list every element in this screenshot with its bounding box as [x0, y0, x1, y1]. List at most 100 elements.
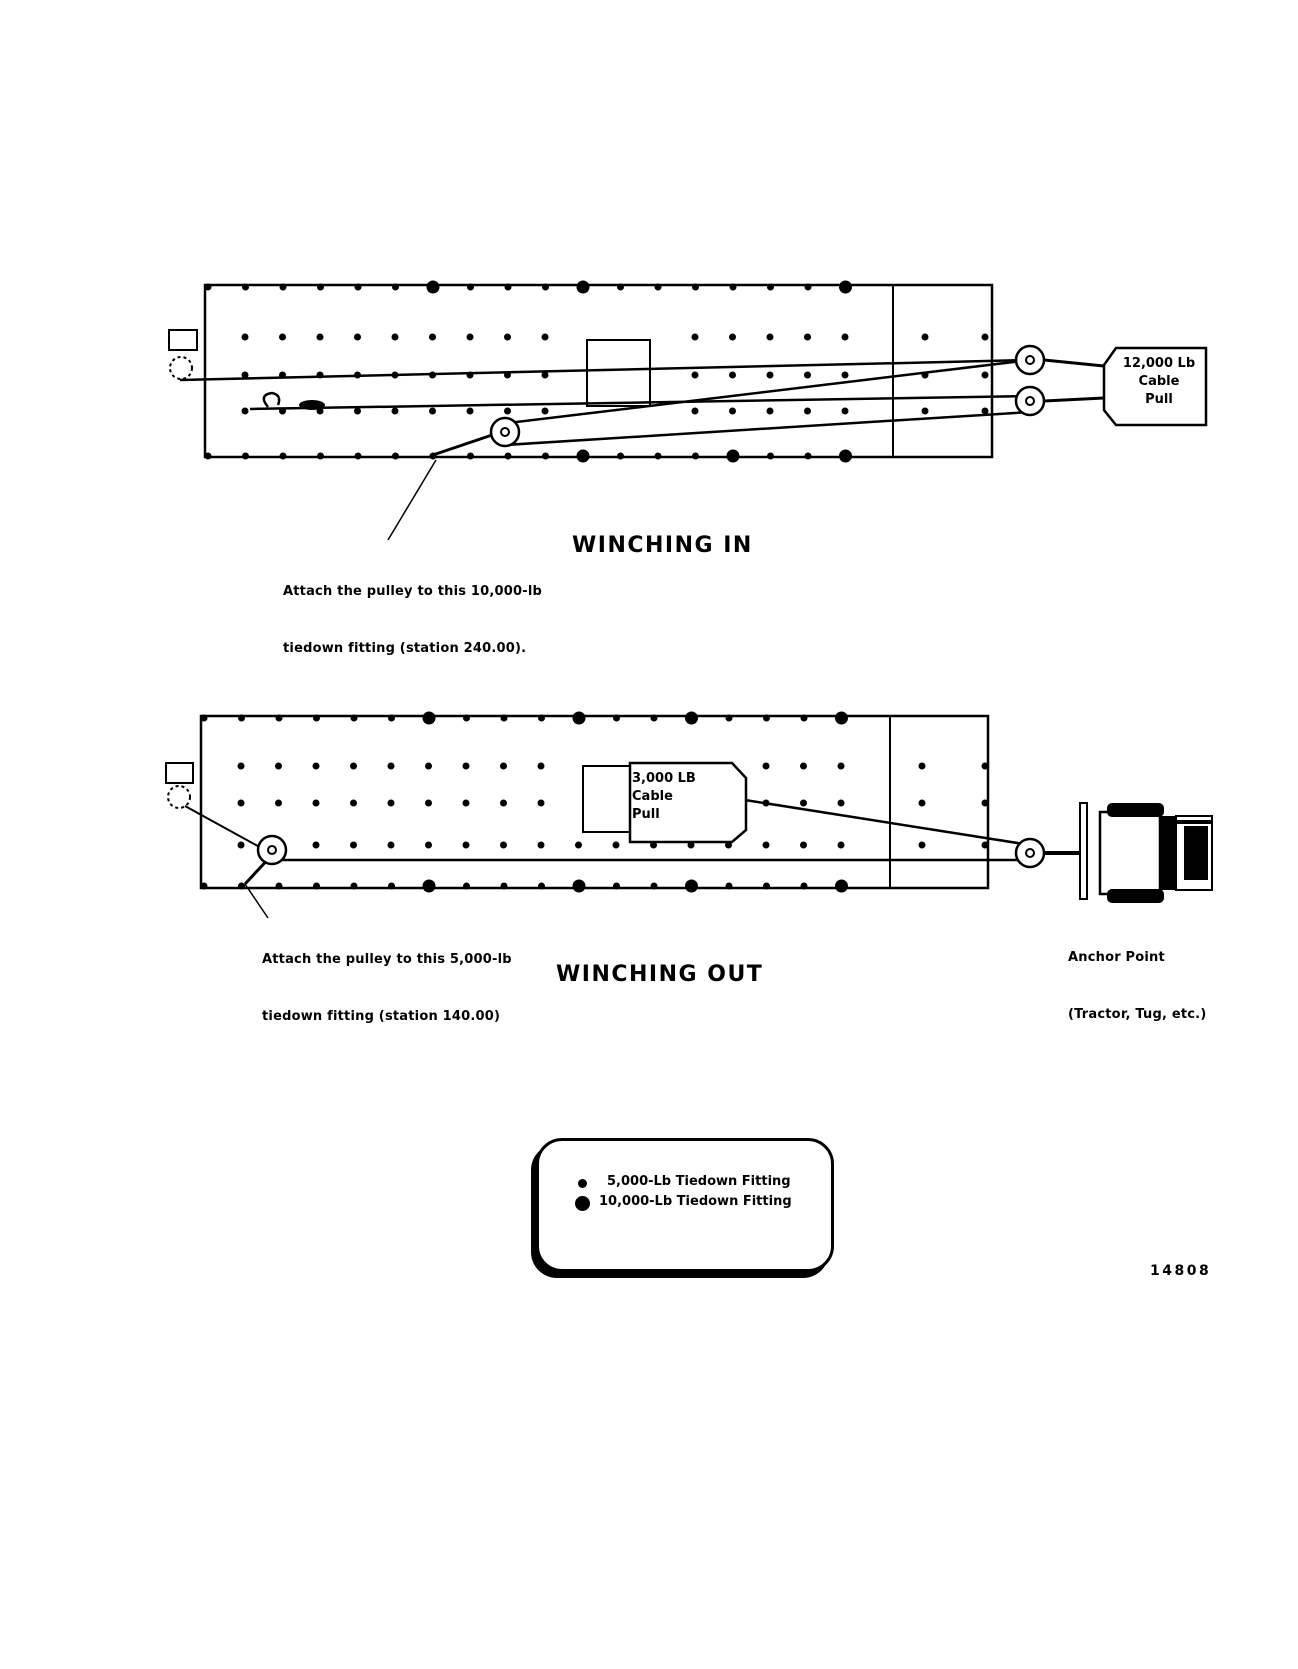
anchor-line-1: Anchor Point: [1068, 950, 1165, 965]
pulley-icon: [256, 834, 288, 866]
winching-out-figure: [165, 711, 1213, 919]
tiedown-row-bottom: [200, 879, 848, 893]
tiedown-fitting-5000: [800, 714, 808, 722]
tiedown-fitting-5000: [617, 452, 624, 460]
cargo-floor-outline: [203, 283, 994, 459]
tiedown-fitting-5000: [313, 882, 320, 890]
tiedown-grid: [241, 333, 989, 415]
tiedown-fitting-5000: [650, 714, 658, 722]
tiedown-fitting-5000: [837, 841, 845, 849]
tiedown-fitting-10000: [839, 449, 852, 463]
tiedown-fitting-5000: [387, 799, 395, 807]
tiedown-fitting-5000: [918, 841, 926, 849]
tiedown-fitting-5000: [238, 714, 245, 722]
tiedown-fitting-5000: [312, 762, 320, 770]
tiedown-fitting-10000: [835, 879, 848, 893]
cable-pull-label-out: 3,000 LB Cable Pull: [632, 770, 696, 824]
tiedown-fitting-5000: [537, 799, 545, 807]
cable-pull-word-pull: Pull: [632, 807, 660, 822]
tiedown-fitting-5000: [981, 799, 989, 807]
tiedown-fitting-5000: [312, 799, 320, 807]
tiedown-fitting-10000: [726, 449, 740, 463]
tiedown-fitting-5000: [388, 882, 395, 890]
tiedown-fitting-5000: [467, 452, 474, 460]
cable-line: [184, 805, 266, 851]
tiedown-fitting-5000: [729, 333, 736, 341]
callout-leader: [387, 459, 437, 541]
winch-drum-icon: [167, 785, 191, 809]
tiedown-fitting-5000: [800, 762, 807, 770]
tiedown-fitting-5000: [804, 283, 812, 291]
figure-number: 14808: [1150, 1263, 1212, 1279]
callout-line-1: Attach the pulley to this 10,000-lb: [283, 584, 543, 599]
tiedown-fitting-5000: [237, 762, 245, 770]
tiedown-fitting-5000: [766, 333, 774, 341]
tiedown-fitting-5000: [692, 452, 699, 460]
tiedown-fitting-5000: [354, 283, 362, 291]
tiedown-fitting-5000: [316, 333, 324, 341]
tiedown-fitting-5000: [725, 714, 733, 722]
tiedown-fitting-10000: [685, 879, 698, 893]
tiedown-fitting-5000: [981, 841, 989, 849]
tractor-icon: [1079, 802, 1213, 903]
cable-pull-word-cable: Cable: [1138, 374, 1180, 389]
tiedown-fitting-5000: [612, 841, 620, 849]
tiedown-fitting-10000: [422, 711, 436, 725]
cable-pull-box: [628, 761, 748, 844]
tiedown-fitting-5000: [800, 799, 807, 807]
tiedown-fitting-5000: [804, 333, 811, 341]
winch-icon: [165, 762, 194, 784]
small-fitting-dot-icon: [578, 1179, 587, 1188]
tiedown-fitting-5000: [462, 841, 470, 849]
tiedown-fitting-5000: [537, 762, 545, 770]
cable-line: [179, 358, 1031, 382]
tiedown-fitting-5000: [242, 452, 249, 460]
title-winching-out: WINCHING OUT: [556, 962, 764, 987]
tiedown-fitting-5000: [312, 841, 320, 849]
tiedown-fitting-5000: [918, 762, 926, 770]
tiedown-fitting-5000: [425, 799, 432, 807]
cable-line: [499, 358, 1031, 426]
tiedown-fitting-5000: [204, 283, 212, 291]
tiedown-fitting-5000: [538, 882, 545, 890]
tiedown-grid: [237, 762, 989, 849]
tiedown-fitting-5000: [766, 371, 774, 379]
tiedown-fitting-5000: [537, 841, 545, 849]
legend-small-fitting: 5,000-Lb Tiedown Fitting: [607, 1174, 791, 1189]
tiedown-fitting-5000: [275, 799, 282, 807]
tiedown-fitting-5000: [425, 762, 432, 770]
tiedown-fitting-5000: [729, 407, 736, 415]
tiedown-fitting-5000: [279, 283, 287, 291]
tiedown-fitting-5000: [763, 882, 770, 890]
tiedown-fitting-5000: [313, 714, 320, 722]
tiedown-row-top: [200, 711, 848, 725]
tiedown-fitting-5000: [500, 762, 507, 770]
tiedown-fitting-5000: [691, 333, 699, 341]
tiedown-fitting-5000: [279, 333, 286, 341]
pulley-icon: [1014, 837, 1046, 869]
cargo-block: [586, 339, 651, 407]
cable-pull-word-pull: Pull: [1145, 392, 1173, 407]
tiedown-fitting-5000: [350, 762, 357, 770]
winch-icon: [168, 329, 198, 351]
tiedown-fitting-5000: [350, 799, 357, 807]
tiedown-fitting-5000: [542, 283, 549, 291]
tiedown-fitting-10000: [576, 280, 590, 294]
tiedown-fitting-5000: [541, 407, 549, 415]
tiedown-fitting-5000: [275, 762, 282, 770]
tiedown-row-top: [204, 280, 852, 294]
pulley-icon: [1014, 344, 1046, 376]
tiedown-fitting-5000: [504, 333, 511, 341]
cable-line: [249, 394, 1031, 411]
tiedown-fitting-5000: [617, 283, 624, 291]
callout-line-2: tiedown fitting (station 240.00).: [283, 641, 527, 656]
pulley-strap: [429, 432, 496, 458]
tiedown-fitting-5000: [388, 714, 395, 722]
tiedown-fitting-10000: [576, 449, 590, 463]
anchor-point-label: Anchor Point (Tractor, Tug, etc.): [1068, 910, 1206, 1043]
tiedown-fitting-5000: [504, 283, 512, 291]
tiedown-fitting-5000: [650, 882, 658, 890]
tiedown-fitting-5000: [462, 799, 470, 807]
anchor-line-2: (Tractor, Tug, etc.): [1068, 1007, 1207, 1022]
tiedown-fitting-5000: [354, 407, 361, 415]
